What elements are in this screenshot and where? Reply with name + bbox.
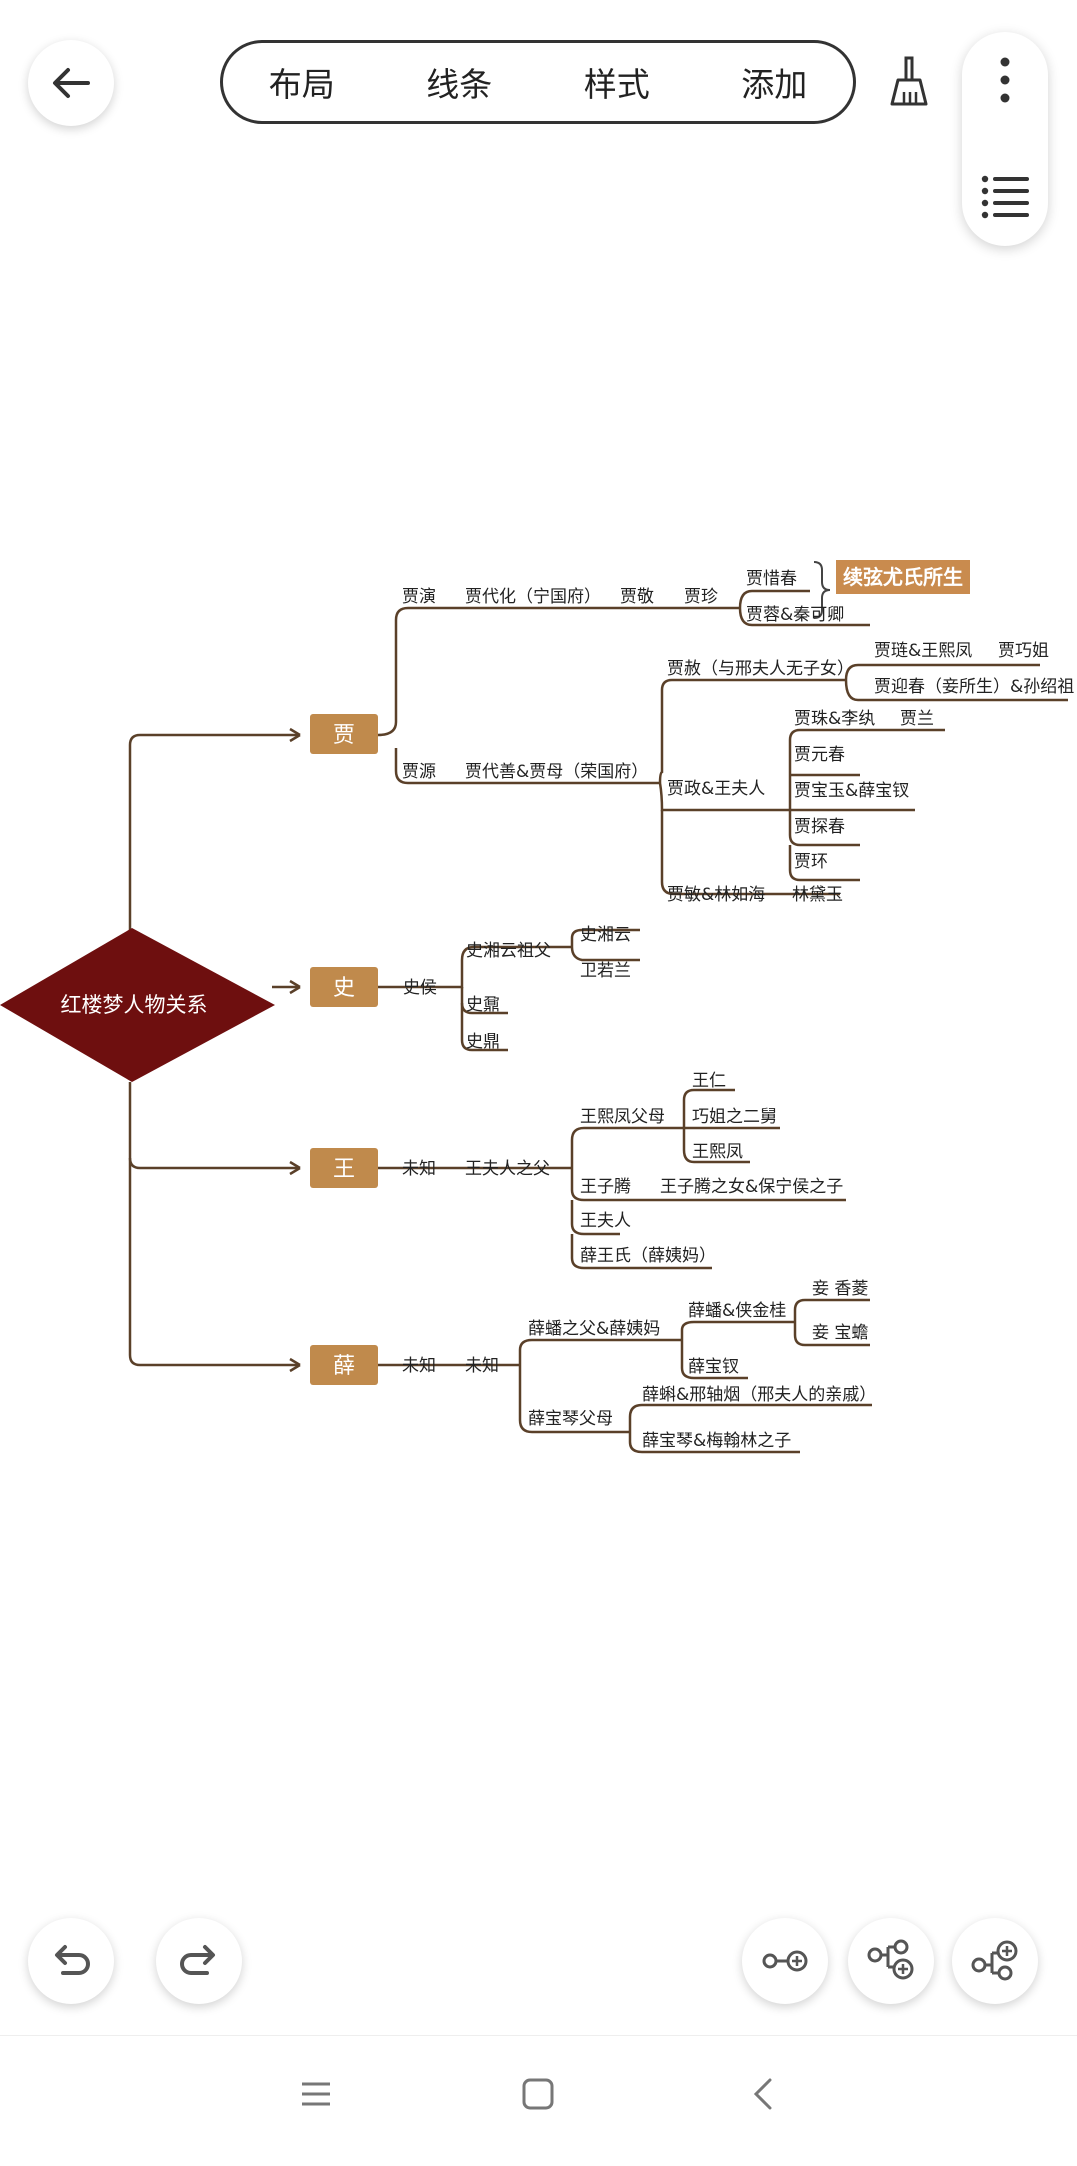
- node-label[interactable]: 未知: [465, 1356, 499, 1376]
- node-label[interactable]: 史鼎: [466, 1032, 500, 1052]
- node-label[interactable]: 薛蟠之父&薛姨妈: [528, 1319, 660, 1339]
- arrow-left-icon: [53, 68, 90, 98]
- menu-lines-icon: [302, 2082, 330, 2106]
- wang-subtree: 未知 王夫人之父 王熙凤父母 王仁 巧姐之二舅 王熙凤 王子腾 王子腾之女&保宁…: [402, 1071, 843, 1266]
- node-label[interactable]: 薛蝌&邢轴烟（邢夫人的亲戚）: [642, 1385, 876, 1405]
- node-label[interactable]: 贾探春: [794, 817, 845, 837]
- branch-wang-label: 王: [333, 1157, 355, 1182]
- outline-button[interactable]: [980, 172, 1032, 222]
- node-label[interactable]: 王熙凤父母: [580, 1107, 665, 1127]
- node-label[interactable]: 王夫人之父: [465, 1159, 550, 1179]
- branch-xue-node[interactable]: [310, 1345, 378, 1385]
- node-label[interactable]: 贾迎春（妾所生）&孙绍祖: [874, 677, 1074, 697]
- node-label[interactable]: 贾演: [402, 587, 436, 607]
- more-vertical-icon: [1000, 57, 1010, 103]
- node-label[interactable]: 妾 香菱: [812, 1279, 868, 1299]
- shi-subtree: 史侯 史湘云祖父 史湘云 卫若兰 史鼐 史鼎: [403, 925, 631, 1052]
- callout-label: 续弦尤氏所生: [843, 565, 963, 589]
- node-label[interactable]: 巧姐之二舅: [692, 1107, 777, 1127]
- node-label[interactable]: 史湘云祖父: [466, 941, 551, 961]
- branch-jia-label: 贾: [333, 723, 355, 748]
- xue-subtree: 未知 未知 薛蟠之父&薛姨妈 薛蟠&侠金桂 妾 香菱 妾 宝蟾 薛宝钗 薛宝琴父…: [402, 1279, 876, 1451]
- add-parent-node-icon: [971, 1940, 1018, 1981]
- node-label[interactable]: 贾源: [402, 762, 436, 782]
- back-button[interactable]: [28, 40, 114, 126]
- node-label[interactable]: 林黛玉: [792, 885, 843, 905]
- node-label[interactable]: 贾政&王夫人: [667, 779, 765, 799]
- tab-lines[interactable]: 线条: [426, 65, 493, 104]
- node-label[interactable]: 王仁: [692, 1071, 726, 1091]
- redo-button[interactable]: [156, 1918, 242, 2004]
- node-label[interactable]: 贾代化（宁国府）: [465, 587, 601, 607]
- side-pill: [962, 32, 1048, 246]
- system-back-button[interactable]: [746, 2076, 782, 2112]
- node-label[interactable]: 薛宝琴父母: [528, 1409, 613, 1429]
- node-label[interactable]: 未知: [402, 1159, 436, 1179]
- add-parent-button[interactable]: [952, 1918, 1038, 2004]
- callout-brace: [813, 561, 831, 619]
- node-label[interactable]: 贾敬: [620, 587, 654, 607]
- tab-add[interactable]: 添加: [741, 65, 808, 104]
- add-child-button[interactable]: [848, 1918, 934, 2004]
- branch-xue-label: 薛: [333, 1354, 355, 1379]
- node-label[interactable]: 妾 宝蟾: [812, 1323, 868, 1343]
- jia-subtree: 贾演 贾代化（宁国府） 贾敬 贾珍 贾惜春 贾蓉&秦可卿 贾源 贾代善&贾母（荣…: [402, 569, 1074, 905]
- chevron-left-icon: [753, 2078, 772, 2110]
- root-label: 红楼梦人物关系: [61, 993, 208, 1017]
- callout-box[interactable]: [836, 560, 970, 594]
- node-label[interactable]: 贾赦（与邢夫人无子女）: [667, 659, 854, 679]
- mindmap-canvas[interactable]: 续弦尤氏所生 红楼梦人物关系 贾 史 王 薛 贾演 贾代化（宁国府） 贾敬 贾珍…: [0, 540, 1077, 1480]
- list-icon: [981, 175, 1029, 219]
- add-sibling-node-icon: [762, 1950, 808, 1972]
- node-label[interactable]: 贾环: [794, 852, 828, 872]
- node-label[interactable]: 薛蟠&侠金桂: [688, 1301, 786, 1321]
- undo-button[interactable]: [28, 1918, 114, 2004]
- home-button[interactable]: [520, 2076, 556, 2112]
- node-label[interactable]: 史湘云: [580, 925, 631, 945]
- undo-icon: [55, 1945, 90, 1975]
- branch-wang-node[interactable]: [310, 1148, 378, 1188]
- node-label[interactable]: 王熙凤: [692, 1142, 743, 1162]
- toolbar-tabs: 布局 线条 样式 添加: [220, 40, 856, 124]
- home-square-icon: [522, 2078, 554, 2110]
- node-label[interactable]: 未知: [402, 1356, 436, 1376]
- node-label[interactable]: 卫若兰: [580, 961, 631, 981]
- node-label[interactable]: 史鼐: [466, 995, 500, 1015]
- broom-button[interactable]: [884, 54, 934, 110]
- node-label[interactable]: 贾代善&贾母（荣国府）: [465, 762, 648, 782]
- more-button[interactable]: [985, 50, 1025, 110]
- node-label[interactable]: 贾宝玉&薛宝钗: [794, 781, 909, 801]
- tab-layout[interactable]: 布局: [268, 65, 335, 104]
- node-label[interactable]: 王夫人: [580, 1211, 631, 1231]
- add-sibling-button[interactable]: [742, 1918, 828, 2004]
- connector-lines: [128, 589, 1068, 1454]
- node-label[interactable]: 薛宝钗: [688, 1357, 739, 1377]
- node-label[interactable]: 贾敏&林如海: [667, 885, 765, 905]
- node-label[interactable]: 贾珍: [684, 587, 718, 607]
- node-label[interactable]: 贾琏&王熙凤: [874, 641, 972, 661]
- branch-shi-label: 史: [333, 976, 355, 1001]
- node-label[interactable]: 贾惜春: [746, 569, 797, 589]
- branch-shi-node[interactable]: [310, 967, 378, 1007]
- broom-icon: [890, 56, 928, 106]
- branch-jia-node[interactable]: [310, 714, 378, 754]
- add-child-node-icon: [867, 1939, 914, 1980]
- node-label[interactable]: 贾蓉&秦可卿: [746, 605, 844, 625]
- node-label[interactable]: 薛宝琴&梅翰林之子: [642, 1431, 791, 1451]
- node-label[interactable]: 史侯: [403, 978, 437, 998]
- node-label[interactable]: 王子腾之女&保宁侯之子: [660, 1177, 843, 1197]
- system-nav-bar: [0, 2035, 1077, 2166]
- node-label[interactable]: 薛王氏（薛姨妈）: [580, 1246, 716, 1266]
- node-label[interactable]: 贾兰: [900, 709, 934, 729]
- redo-icon: [180, 1945, 215, 1975]
- recent-apps-button[interactable]: [298, 2076, 334, 2112]
- node-label[interactable]: 贾元春: [794, 745, 845, 765]
- tab-style[interactable]: 样式: [583, 65, 650, 104]
- node-label[interactable]: 王子腾: [580, 1177, 631, 1197]
- root-node[interactable]: [0, 928, 275, 1082]
- node-label[interactable]: 贾巧姐: [998, 641, 1049, 661]
- node-label[interactable]: 贾珠&李纨: [794, 709, 875, 729]
